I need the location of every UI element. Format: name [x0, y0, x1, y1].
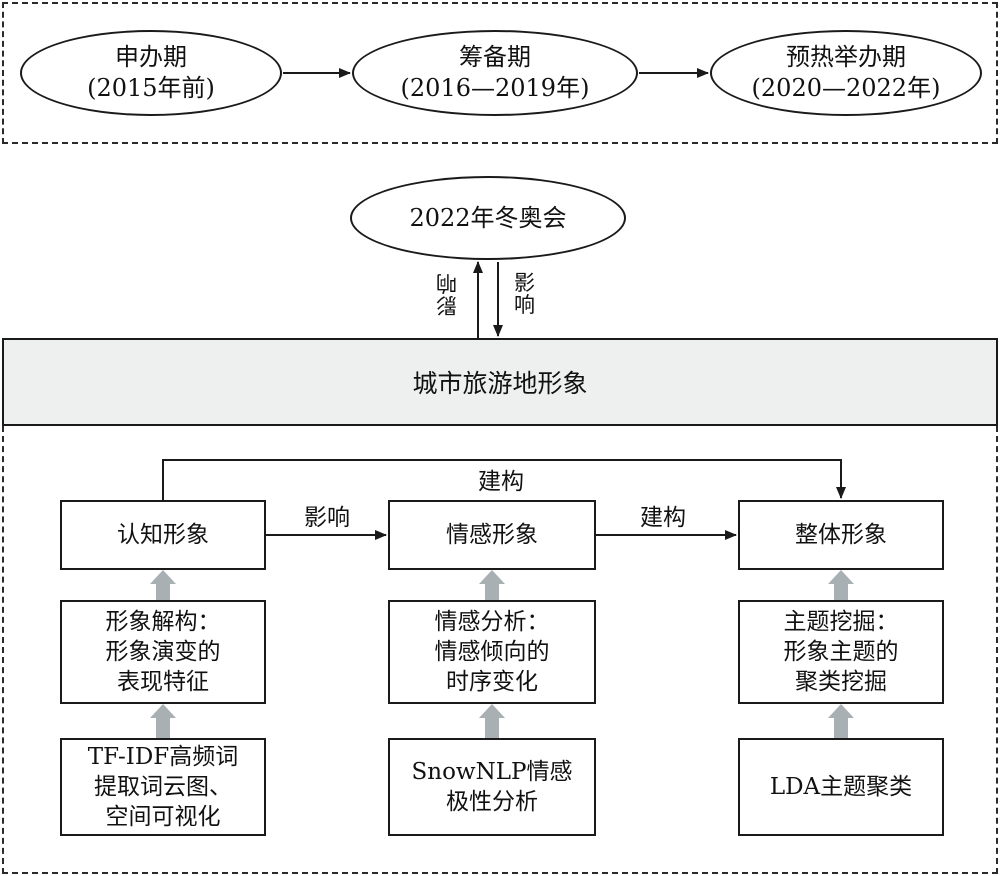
event-olympics: 2022年冬奥会: [350, 176, 626, 260]
phase-preparation-period: (2016—2019年): [400, 74, 590, 102]
overall-analysis-box: 主题挖掘： 形象主题的 聚类挖掘: [738, 600, 944, 704]
overall-analysis-line-3: 聚类挖掘: [795, 669, 887, 695]
block-arrow-overall-lower: [828, 704, 854, 738]
influence-down-char-2: 响: [514, 293, 535, 317]
affective-method-line-2: 极性分析: [446, 789, 538, 815]
block-arrow-cognitive-upper: [150, 570, 176, 600]
block-arrow-affective-upper: [479, 570, 505, 600]
phase-bid: 申办期 (2015年前): [20, 30, 282, 116]
cognitive-to-affective-label: 影响: [304, 505, 350, 531]
phase-bid-period: (2015年前): [87, 74, 215, 102]
cognitive-method-line-2: 提取词云图、: [94, 774, 232, 800]
phase-hosting: 预热举办期 (2020—2022年): [710, 30, 982, 116]
overall-method-line-1: LDA主题聚类: [769, 774, 913, 800]
phase-bid-name: 申办期: [115, 43, 187, 71]
affective-analysis-line-1: 情感分析：: [434, 609, 550, 635]
phase-preparation-name: 筹备期: [459, 43, 531, 71]
affective-method-box: SnowNLP情感 极性分析: [388, 738, 596, 836]
city-image-banner: 城市旅游地形象: [2, 338, 998, 426]
affective-to-overall-label: 建构: [640, 505, 686, 531]
overall-method-box: LDA主题聚类: [738, 738, 944, 836]
cognitive-method-line-1: TF-IDF高频词: [87, 744, 239, 770]
image-structure-box: [2, 426, 998, 874]
cognitive-image-box: 认知形象: [60, 500, 266, 570]
construct-top-label: 建构: [478, 469, 524, 495]
influence-down-label: 影 响: [514, 272, 535, 316]
affective-analysis-line-3: 时序变化: [446, 669, 538, 695]
phase-timeline-box: [2, 2, 998, 144]
overall-analysis-line-1: 主题挖掘：: [783, 609, 899, 635]
event-olympics-label: 2022年冬奥会: [409, 203, 567, 232]
cognitive-analysis-line-3: 表现特征: [117, 669, 209, 695]
affective-analysis-box: 情感分析： 情感倾向的 时序变化: [388, 600, 596, 704]
cognitive-analysis-line-1: 形象解构：: [105, 609, 221, 635]
cognitive-method-box: TF-IDF高频词 提取词云图、 空间可视化: [60, 738, 266, 836]
phase-hosting-period: (2020—2022年): [751, 74, 941, 102]
affective-analysis-line-2: 情感倾向的: [434, 639, 550, 665]
affective-image-box: 情感形象: [388, 500, 596, 570]
block-arrow-overall-upper: [828, 570, 854, 600]
overall-image-box: 整体形象: [738, 500, 944, 570]
overall-analysis-line-2: 形象主题的: [783, 639, 899, 665]
arrow-cognitive-to-overall: [162, 459, 846, 500]
affective-image-label: 情感形象: [446, 522, 538, 548]
phase-hosting-name: 预热举办期: [786, 43, 906, 71]
phase-preparation: 筹备期 (2016—2019年): [352, 30, 638, 116]
cognitive-image-label: 认知形象: [117, 522, 209, 548]
affective-method-line-1: SnowNLP情感: [411, 759, 573, 785]
cognitive-analysis-line-2: 形象演变的: [105, 639, 221, 665]
overall-image-label: 整体形象: [795, 522, 887, 548]
city-image-label: 城市旅游地形象: [412, 369, 588, 398]
cognitive-analysis-box: 形象解构： 形象演变的 表现特征: [60, 600, 266, 704]
block-arrow-affective-lower: [479, 704, 505, 738]
block-arrow-cognitive-lower: [150, 704, 176, 738]
influence-down-char-1: 影: [514, 271, 535, 295]
cognitive-method-line-3: 空间可视化: [105, 804, 221, 830]
